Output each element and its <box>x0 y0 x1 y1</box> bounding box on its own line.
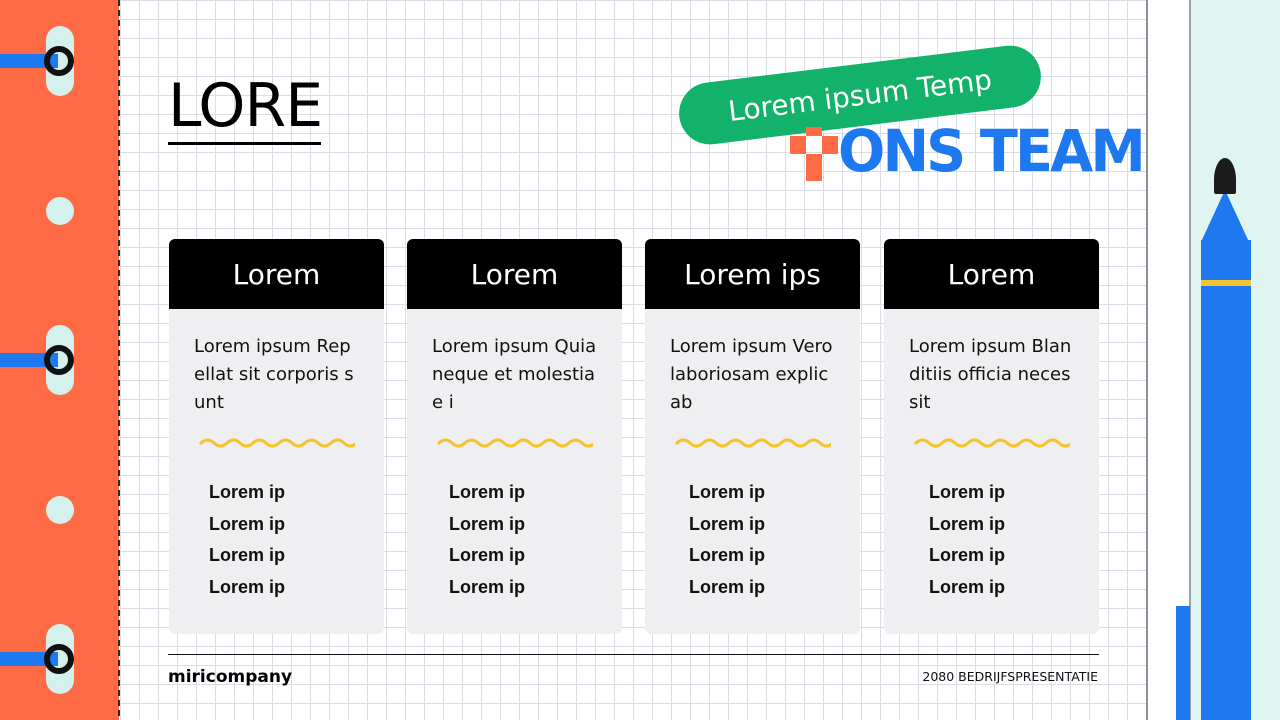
pen-band-icon <box>1201 280 1251 286</box>
pen-cone-icon <box>1201 190 1249 242</box>
binder-hole <box>46 496 74 524</box>
footer-divider <box>168 654 1099 655</box>
list-item: Lorem ip <box>209 577 286 598</box>
card-description: Lorem ipsum Quia neque et molestia e i <box>432 336 597 413</box>
list-item: Lorem ip <box>449 577 526 598</box>
list-item: Lorem ip <box>689 577 766 598</box>
card-description: Lorem ipsum Rep ellat sit corporis s unt <box>194 336 354 413</box>
list-item: Lorem ip <box>929 545 1006 566</box>
card-description: Lorem ipsum Blan ditiis officia neces si… <box>909 336 1072 413</box>
card-heading: Lorem ips <box>645 239 860 309</box>
binder-perforation <box>118 0 120 720</box>
list-item: Lorem ip <box>209 482 286 502</box>
team-heading: ONS TEAM <box>838 117 1146 185</box>
card-heading: Lorem <box>407 239 622 309</box>
wavy-divider-icon <box>199 438 355 448</box>
list-item: Lorem ip <box>689 545 766 566</box>
side-margin <box>1148 0 1190 720</box>
pen-clip-icon <box>1176 606 1190 720</box>
footer-tagline: 2080 BEDRIJFSPRESENTATIE <box>922 669 1098 684</box>
list-item: Lorem ip <box>449 545 526 566</box>
binder-ring-icon <box>0 345 74 375</box>
card-item-list: Lorem ip Lorem ip Lorem ip Lorem ip <box>689 477 765 604</box>
paper-edge <box>1146 0 1148 720</box>
wavy-divider-icon <box>437 438 593 448</box>
binder-hole <box>46 197 74 225</box>
list-item: Lorem ip <box>929 482 1006 502</box>
checker-icon <box>790 127 838 181</box>
list-item: Lorem ip <box>929 513 1006 534</box>
side-divider <box>1189 0 1191 720</box>
list-item: Lorem ip <box>449 482 526 502</box>
binder-ring-icon <box>0 46 74 76</box>
wavy-divider-icon <box>914 438 1070 448</box>
card-item-list: Lorem ip Lorem ip Lorem ip Lorem ip <box>929 477 1005 604</box>
list-item: Lorem ip <box>449 513 526 534</box>
card-heading: Lorem <box>169 239 384 309</box>
info-card: Lorem Lorem ipsum Quia neque et molestia… <box>407 239 622 634</box>
list-item: Lorem ip <box>209 545 286 566</box>
info-card: Lorem Lorem ipsum Blan ditiis officia ne… <box>884 239 1099 634</box>
card-item-list: Lorem ip Lorem ip Lorem ip Lorem ip <box>449 477 525 604</box>
list-item: Lorem ip <box>929 577 1006 598</box>
list-item: Lorem ip <box>209 513 286 534</box>
list-item: Lorem ip <box>689 482 766 502</box>
card-item-list: Lorem ip Lorem ip Lorem ip Lorem ip <box>209 477 285 604</box>
info-card: Lorem Lorem ipsum Rep ellat sit corporis… <box>169 239 384 634</box>
list-item: Lorem ip <box>689 513 766 534</box>
card-description: Lorem ipsum Vero laboriosam explic ab <box>670 336 833 413</box>
title-underline <box>168 142 321 145</box>
pen-icon <box>1201 240 1251 720</box>
info-card: Lorem ips Lorem ipsum Vero laboriosam ex… <box>645 239 860 634</box>
wavy-divider-icon <box>675 438 831 448</box>
binder-ring-icon <box>0 644 74 674</box>
pen-tip-icon <box>1214 158 1236 194</box>
footer-brand: miricompany <box>168 667 293 687</box>
page-title: LORE <box>168 71 323 141</box>
card-heading: Lorem <box>884 239 1099 309</box>
